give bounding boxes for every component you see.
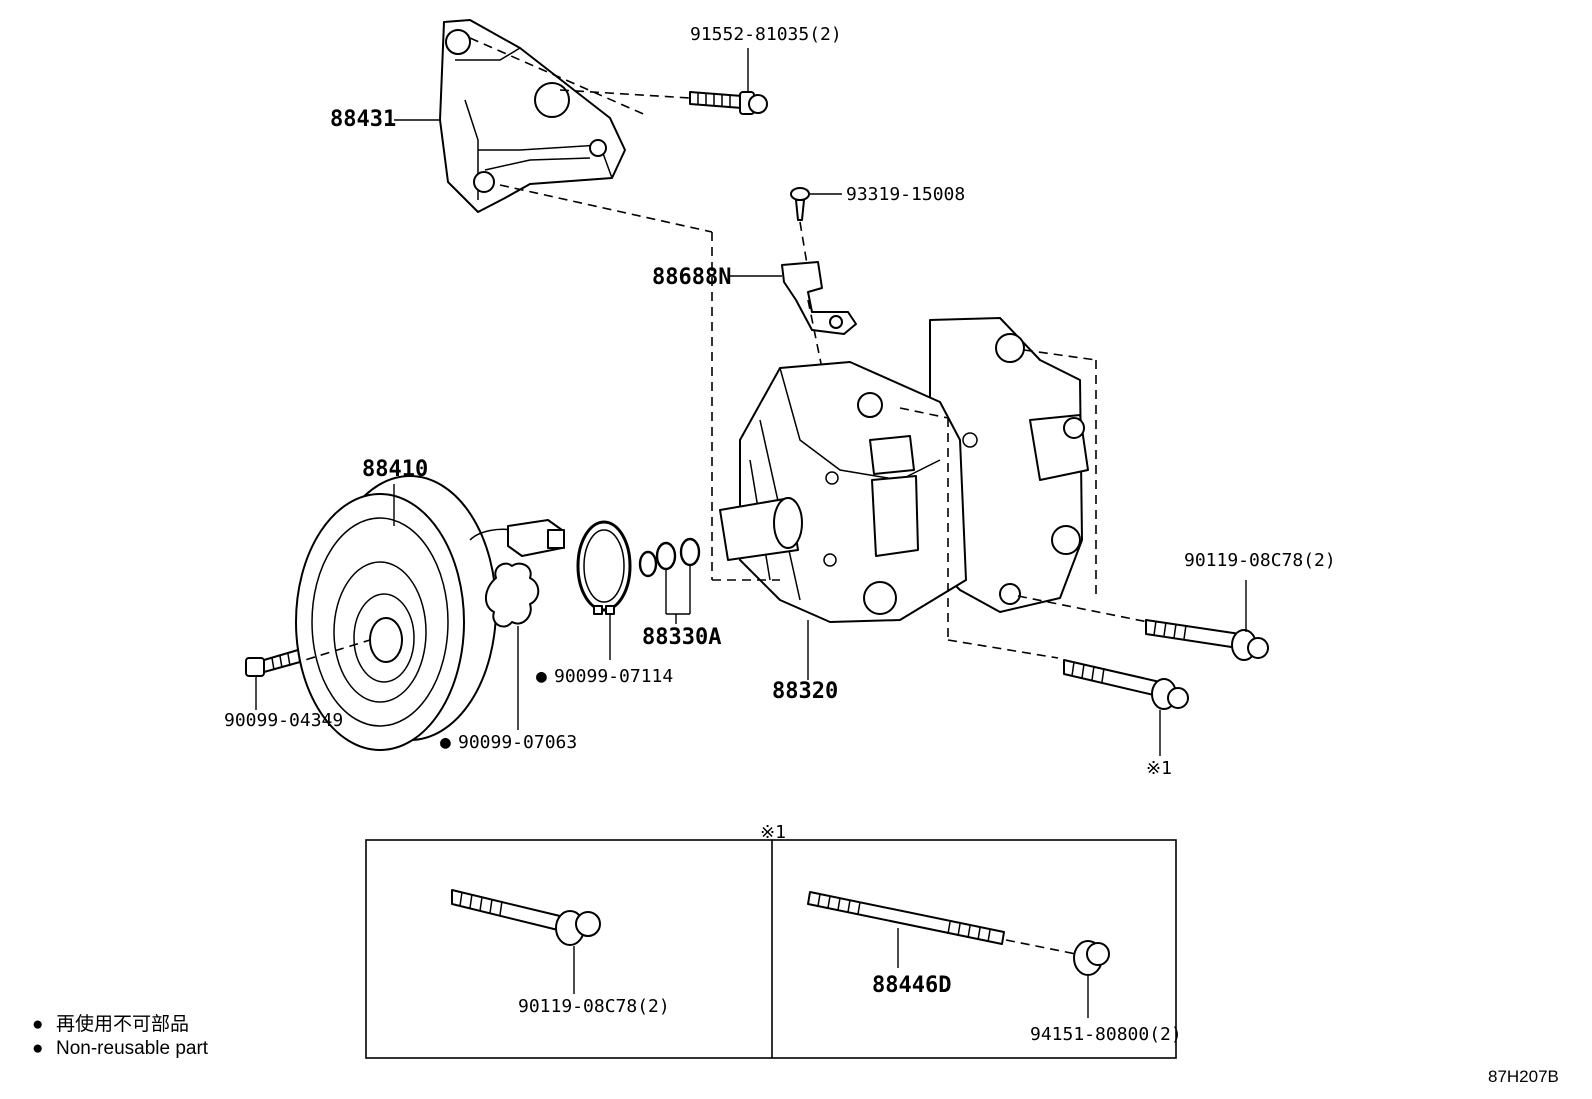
- label-snap-ring: 90099-07114: [554, 666, 673, 687]
- label-stud-bolt-right: 90119-08C78(2): [1184, 550, 1336, 571]
- label-harness-clamp: 88688N: [652, 265, 731, 290]
- bolt-note-1: [1063, 659, 1189, 710]
- legend: ● 再使用不可部品 ● Non-reusable part: [32, 1013, 209, 1059]
- pulley-bolt-90099-04349: [245, 649, 301, 677]
- label-inset-nut: 94151-80800(2): [1030, 1024, 1182, 1045]
- magnetic-clutch-88410: [295, 475, 565, 751]
- label-inset-stud: 88446D: [872, 973, 951, 998]
- label-note-ref: ※1: [1146, 758, 1172, 779]
- inset-nut-94151-80800: [1073, 940, 1110, 976]
- legend-marker-en: ●: [32, 1038, 43, 1059]
- label-inset-bolt: 90119-08C78(2): [518, 996, 670, 1017]
- bracket-88431: [439, 19, 626, 213]
- non-reusable-marker: ●: [536, 666, 547, 687]
- snap-ring-90099-07114: [576, 520, 632, 615]
- legend-text-en: Non-reusable part: [56, 1038, 209, 1059]
- label-clutch-assy: 88410: [362, 457, 428, 482]
- legend-text-ja: 再使用不可部品: [56, 1013, 189, 1035]
- bolt-91552-81035: [689, 91, 768, 115]
- inset-box: [365, 839, 1177, 1059]
- screw-93319-15008: [790, 187, 810, 221]
- label-shim: 90099-07063: [458, 732, 577, 753]
- inset-ref: ※1: [760, 822, 786, 843]
- harness-clamp-88688N: [781, 261, 857, 335]
- label-screw: 93319-15008: [846, 184, 965, 205]
- inset-bolt-90119-08C78: [451, 889, 601, 946]
- non-reusable-marker: ●: [440, 732, 451, 753]
- label-shim-set: 88330A: [642, 625, 721, 650]
- shim-90099-07063: [485, 562, 540, 628]
- label-pulley-bolt: 90099-04349: [224, 710, 343, 731]
- figure-code: 87H207B: [1488, 1067, 1559, 1086]
- label-compressor: 88320: [772, 679, 838, 704]
- label-bracket: 88431: [330, 107, 396, 132]
- stud-bolt-90119-08C78: [1145, 619, 1269, 661]
- legend-marker-ja: ●: [32, 1014, 43, 1035]
- compressor-88320: [719, 317, 1089, 623]
- inset-stud-88446D: [807, 891, 1005, 945]
- label-bolt-top: 91552-81035(2): [690, 24, 842, 45]
